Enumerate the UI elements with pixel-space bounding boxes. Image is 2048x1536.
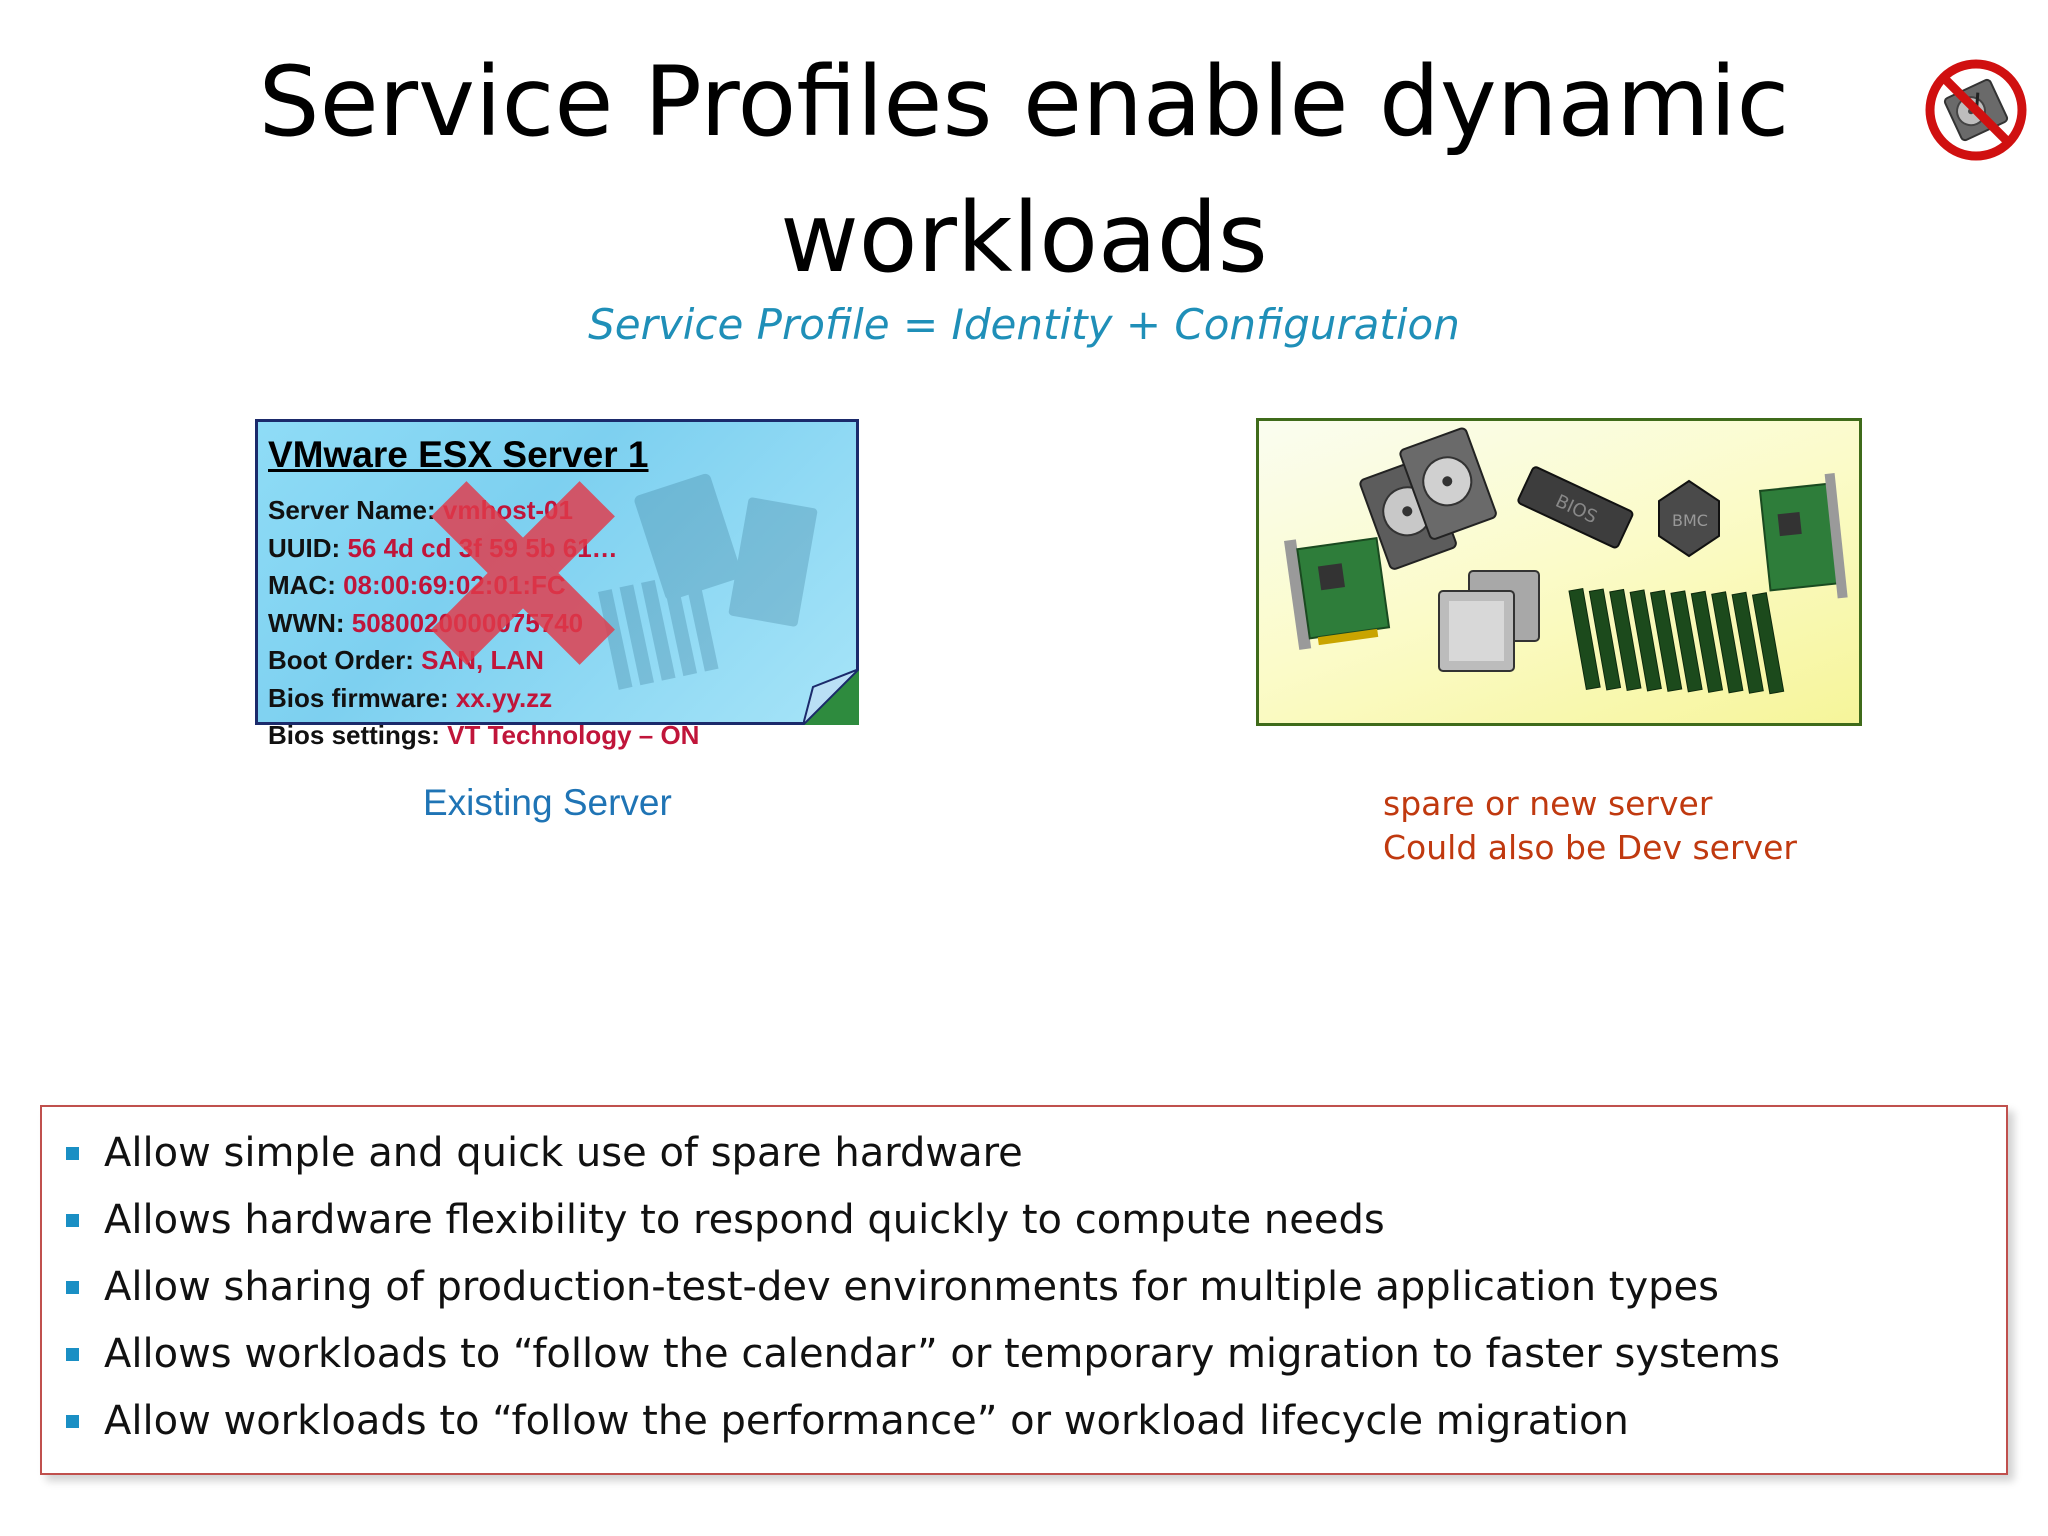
page-curl-icon	[803, 669, 859, 725]
slide-title-line1: Service Profiles enable dynamic	[258, 46, 1790, 158]
hardware-silhouette-icon	[598, 473, 818, 690]
network-card-icon	[1758, 473, 1848, 599]
cpu-icon	[1438, 570, 1540, 672]
benefit-item: Allows hardware flexibility to respond q…	[66, 1190, 1780, 1257]
bullet-icon	[66, 1415, 79, 1428]
slide-title: Service Profiles enable dynamic workload…	[0, 34, 2048, 306]
profile-field-bios-settings: Bios settings: VT Technology – ON	[268, 720, 700, 750]
bullet-icon	[66, 1281, 79, 1294]
slide-subtitle: Service Profile = Identity + Configurati…	[588, 300, 1460, 349]
memory-modules-icon	[1568, 587, 1785, 695]
slide-title-line2: workloads	[780, 182, 1268, 294]
bullet-icon	[66, 1147, 79, 1160]
bullet-icon	[66, 1214, 79, 1227]
service-profile-card: VMware ESX Server 1 Server Name: vmhost-…	[255, 419, 859, 750]
hard-drive-icon	[1399, 427, 1497, 540]
benefits-list: Allow simple and quick use of spare hard…	[66, 1123, 1780, 1458]
spare-server-caption-line1: spare or new server	[1383, 784, 1713, 823]
network-card-icon	[1284, 536, 1391, 650]
existing-server-caption: Existing Server	[423, 782, 672, 823]
benefit-item: Allow simple and quick use of spare hard…	[66, 1123, 1780, 1190]
benefit-item: Allow sharing of production-test-dev env…	[66, 1257, 1780, 1324]
profile-title: VMware ESX Server 1	[268, 434, 649, 475]
profile-field-bios-firmware: Bios firmware: xx.yy.zz	[268, 682, 553, 713]
benefits-box: Allow simple and quick use of spare hard…	[40, 1105, 2008, 1475]
bullet-icon	[66, 1348, 79, 1361]
server-components-icon: BIOS BMC	[1284, 427, 1848, 695]
red-x-icon	[431, 481, 615, 665]
bmc-chip-icon: BMC	[1658, 479, 1720, 558]
spare-server-caption: spare or new server Could also be Dev se…	[1383, 782, 1797, 870]
no-hard-drive-icon	[1925, 59, 2027, 161]
svg-text:BMC: BMC	[1672, 511, 1708, 530]
bios-chip-icon: BIOS	[1517, 466, 1634, 549]
profile-field-boot-order: Boot Order: SAN, LAN	[268, 645, 544, 675]
spare-hardware-card: BIOS BMC	[1256, 418, 1862, 726]
benefit-item: Allow workloads to “follow the performan…	[66, 1391, 1780, 1458]
spare-server-caption-line2: Could also be Dev server	[1383, 828, 1797, 867]
benefit-item: Allows workloads to “follow the calendar…	[66, 1324, 1780, 1391]
